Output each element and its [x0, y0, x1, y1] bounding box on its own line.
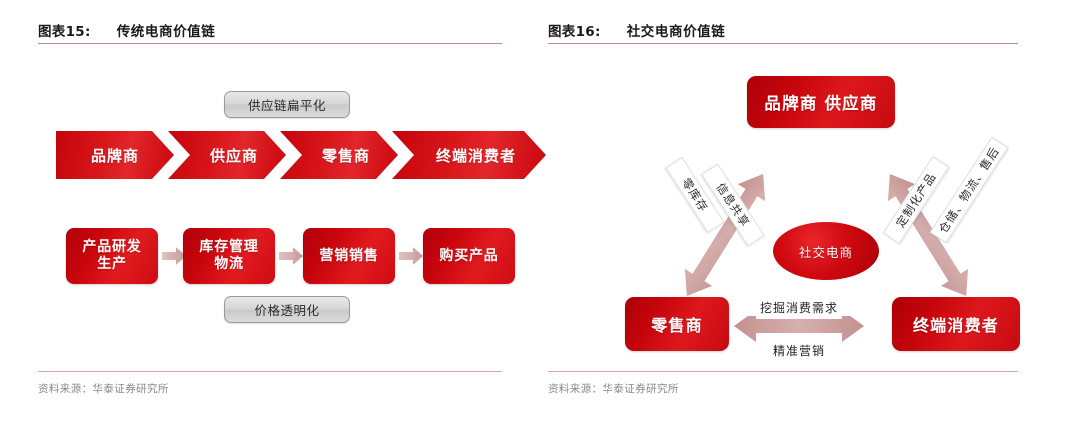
callout-price-transparency: 价格透明化	[224, 296, 350, 323]
figure-16-number: 图表16:	[548, 24, 601, 40]
process-box-purchase-label: 购买产品	[439, 247, 499, 264]
chevron-retailer: 零售商	[280, 131, 398, 179]
process-box-inventory-line2: 物流	[214, 256, 244, 272]
figure-15-source: 资料来源：华泰证券研究所	[38, 383, 169, 395]
process-box-purchase: 购买产品	[423, 228, 515, 284]
chevron-brand: 品牌商	[56, 131, 174, 179]
process-box-rnd-line2: 生产	[97, 256, 127, 272]
chevron-end-consumer: 终端消费者	[392, 131, 546, 179]
edge-label-demand-mining: 挖掘消费需求	[745, 299, 853, 316]
diagram-arrows	[684, 173, 969, 342]
process-box-marketing: 营销销售	[303, 228, 395, 284]
node-brand-supplier: 品牌商 供应商	[747, 76, 895, 128]
chevron-supplier: 供应商	[168, 131, 286, 179]
process-box-inventory-label: 库存管理 物流	[199, 239, 258, 272]
process-box-inventory-line1: 库存管理	[199, 239, 259, 256]
figure-15-heading: 图表15: 传统电商价值链	[38, 20, 215, 40]
chevron-end-consumer-label: 终端消费者	[435, 146, 516, 165]
process-box-rnd-line1: 产品研发	[82, 239, 142, 256]
social-commerce-triangle-diagram: 品牌商 供应商 零售商 终端消费者 社交电商 零库存 信息共享 定制化产品 仓储…	[540, 0, 1080, 427]
figure-15-footer-rule	[38, 371, 502, 372]
figure-16-panel: 图表16: 社交电商价值链	[540, 0, 1080, 427]
arrow-bottom-horizontal-icon	[734, 310, 864, 342]
callout-supply-chain-flattening: 供应链扁平化	[224, 91, 350, 118]
figure-16-title: 社交电商价值链	[626, 24, 726, 40]
figure-15-number: 图表15:	[38, 24, 91, 40]
chevron-supplier-label: 供应商	[209, 146, 258, 165]
edge-label-precision-marketing: 精准营销	[753, 342, 845, 359]
node-social-commerce-core: 社交电商	[773, 222, 879, 280]
process-box-marketing-label: 营销销售	[319, 247, 379, 264]
process-arrow-2-icon	[279, 247, 303, 265]
node-brand-supplier-label: 品牌商 供应商	[764, 94, 878, 113]
process-box-rnd: 产品研发 生产	[66, 228, 158, 284]
node-social-commerce-core-label: 社交电商	[798, 244, 853, 260]
figure-16-footer-rule	[548, 371, 1018, 372]
chevron-retailer-label: 零售商	[321, 146, 370, 165]
process-box-inventory: 库存管理 物流	[183, 228, 275, 284]
figure-16-source: 资料来源：华泰证券研究所	[548, 383, 679, 395]
figure-16-heading: 图表16: 社交电商价值链	[548, 20, 725, 40]
figure-15-header-rule	[38, 43, 502, 44]
node-end-consumer: 终端消费者	[892, 297, 1020, 351]
node-end-consumer-label: 终端消费者	[912, 316, 999, 335]
node-retailer: 零售商	[625, 297, 729, 351]
process-arrow-3-icon	[399, 247, 423, 265]
figure-15-title: 传统电商价值链	[116, 24, 216, 40]
figure-15-panel: 图表15: 传统电商价值链 供应链扁平化 品牌商 供应商 零售商 终端消费者 产…	[38, 20, 540, 395]
chevron-brand-label: 品牌商	[90, 146, 139, 165]
process-box-rnd-label: 产品研发 生产	[82, 239, 141, 272]
figure-16-header-rule	[548, 43, 1018, 44]
node-retailer-label: 零售商	[651, 316, 703, 335]
